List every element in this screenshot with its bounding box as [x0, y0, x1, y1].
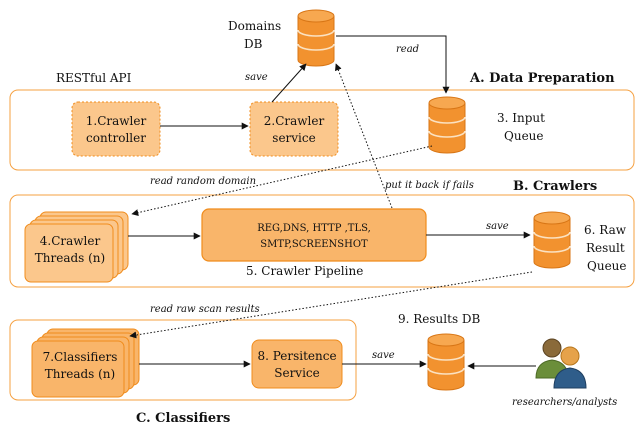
save-domains-label: save: [245, 72, 268, 83]
crawler-service-box: [249, 101, 339, 157]
classifier-threads-label-2: Threads (n): [45, 367, 115, 381]
arrow-service-to-domains: [271, 63, 307, 103]
persistence-label-1: 8. Persitence: [257, 349, 336, 363]
input-queue-label-2: Queue: [504, 129, 544, 143]
raw-queue-label-3: Queue: [587, 259, 627, 273]
raw-queue-label-2: Result: [586, 241, 625, 255]
researchers-label: researchers/analysts: [512, 397, 617, 408]
read-random-label: read random domain: [150, 176, 256, 187]
section-c-frame: [9, 319, 357, 401]
crawler-threads-label-1: 4.Crawler: [40, 234, 101, 248]
arrow-read-random-domain: [131, 145, 433, 217]
save-raw-label: save: [486, 221, 509, 232]
researchers-icon: [535, 338, 587, 389]
input-queue-label-1: 3. Input: [497, 111, 545, 125]
section-a-frame: [9, 89, 635, 171]
section-b-frame: [9, 194, 635, 288]
domains-db-label-1: Domains: [228, 19, 281, 33]
raw-result-queue-icon: [533, 211, 571, 269]
arrow-read-raw-results: [129, 271, 533, 339]
input-queue-icon: [428, 96, 466, 154]
crawler-threads-label-2: Threads (n): [35, 251, 105, 265]
save-results-label: save: [372, 350, 395, 361]
section-a-title: A. Data Preparation: [469, 71, 615, 86]
crawler-controller-box: [71, 101, 161, 157]
arrow-domains-to-queue: [336, 35, 450, 94]
read-domains-label: read: [396, 44, 419, 55]
domains-db-label-2: DB: [244, 37, 263, 51]
classifier-threads-stack: [31, 328, 140, 398]
read-raw-label: read raw scan results: [150, 304, 260, 315]
crawler-pipeline-caption: 5. Crawler Pipeline: [246, 264, 363, 278]
crawler-controller-label-1: 1.Crawler: [86, 114, 147, 128]
domains-db-icon: [297, 9, 335, 67]
classifier-threads-label-1: 7.Classifiers: [43, 350, 118, 364]
crawler-service-label-2: service: [272, 131, 315, 145]
put-back-label: put it back if fails: [385, 180, 474, 191]
results-db-label: 9. Results DB: [398, 312, 481, 326]
section-c-title: C. Classifiers: [136, 411, 230, 426]
section-b-title: B. Crawlers: [513, 179, 597, 194]
crawler-pipeline-box: [201, 208, 427, 262]
results-db-icon: [427, 333, 465, 391]
crawler-service-label-1: 2.Crawler: [264, 114, 325, 128]
pipeline-label-1: REG,DNS, HTTP ,TLS,: [257, 223, 371, 234]
arrow-put-back-if-fails: [335, 63, 393, 209]
restful-api-label: RESTful API: [56, 71, 132, 85]
persistence-service-box: [251, 339, 343, 389]
pipeline-label-2: SMTP,SCREENSHOT: [260, 239, 368, 250]
crawler-controller-label-2: controller: [86, 131, 146, 145]
crawler-threads-stack: [24, 211, 129, 283]
persistence-label-2: Service: [274, 366, 320, 380]
raw-queue-label-1: 6. Raw: [584, 223, 627, 237]
